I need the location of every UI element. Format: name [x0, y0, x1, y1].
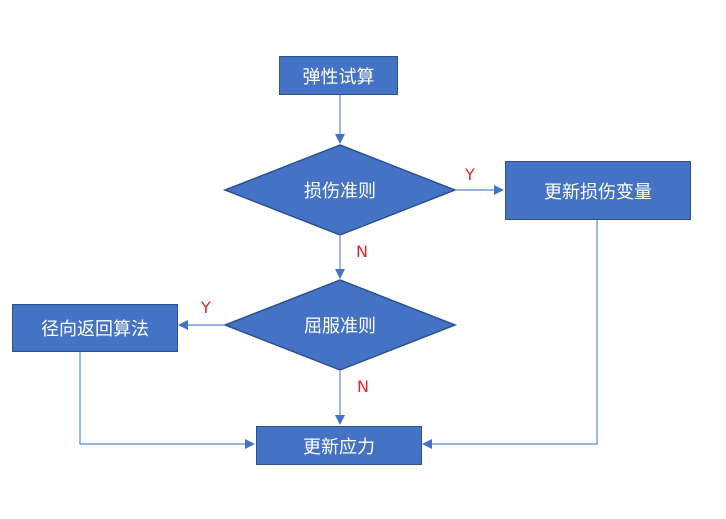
yield-no-label: N — [357, 377, 369, 396]
update-stress-label: 更新应力 — [303, 436, 375, 458]
yield-criterion-label: 屈服准则 — [304, 316, 376, 337]
elastic-trial-label: 弹性试算 — [302, 66, 375, 88]
damage-yes-label: Y — [465, 165, 475, 184]
radial-return-label: 径向返回算法 — [41, 319, 149, 340]
elastic-trial-box: 弹性试算 — [279, 56, 398, 95]
update-damage-label: 更新损伤变量 — [544, 181, 652, 203]
arrow-update-damage-to-update-stress — [422, 219, 598, 449]
damage-criterion-label: 损伤准则 — [304, 181, 376, 202]
update-stress-box: 更新应力 — [256, 426, 422, 465]
yield-yes-label: Y — [201, 298, 211, 317]
damage-no-label: N — [356, 242, 368, 261]
update-damage-box: 更新损伤变量 — [505, 161, 691, 220]
radial-return-box: 径向返回算法 — [12, 304, 178, 352]
arrow-radial-return-to-update-stress — [79, 352, 255, 449]
